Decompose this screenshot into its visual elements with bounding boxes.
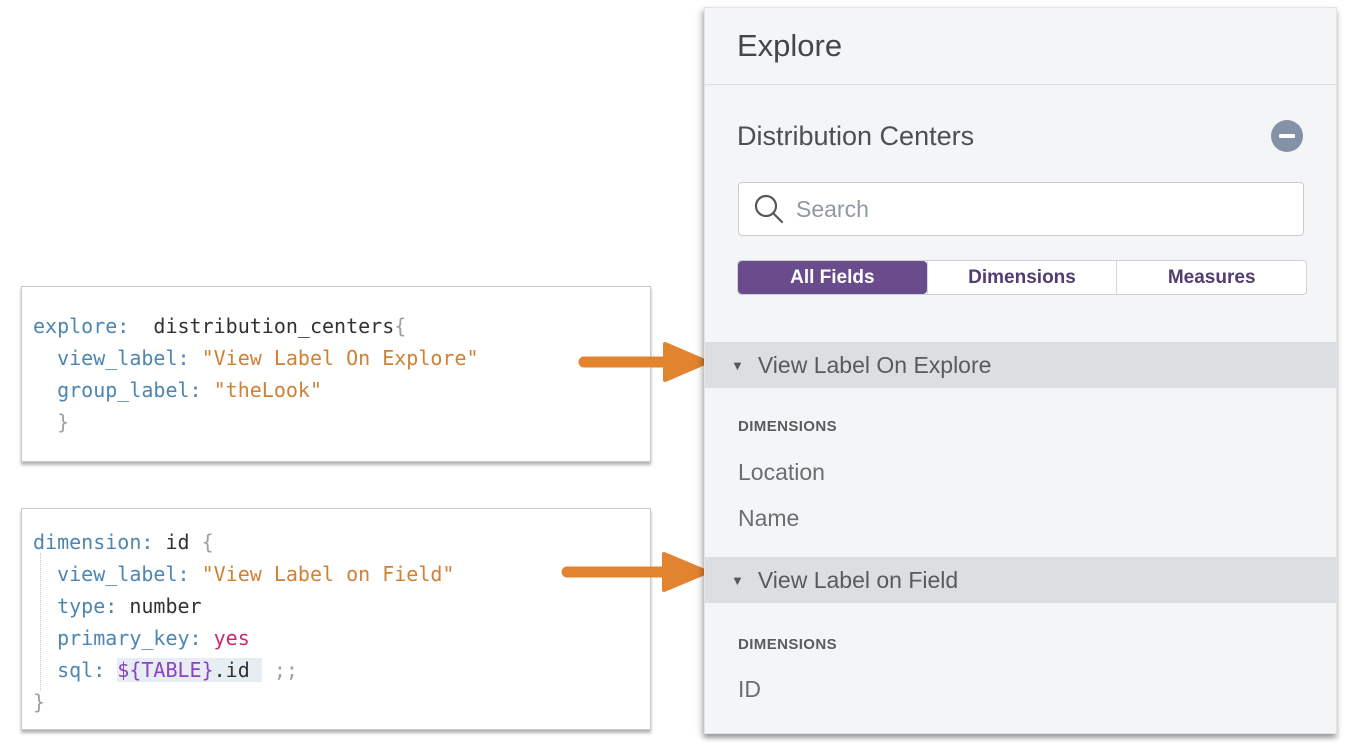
dimensions-group-heading: DIMENSIONS	[738, 636, 838, 653]
page-title: Explore	[737, 28, 843, 63]
panel-title-bar: Explore	[705, 8, 1336, 85]
chevron-down-icon: ▼	[731, 357, 744, 373]
view-section-header[interactable]: ▼ View Label on Field	[705, 557, 1336, 603]
chevron-down-icon: ▼	[731, 572, 744, 588]
collapse-explore-button[interactable]	[1271, 120, 1303, 152]
explore-name: Distribution Centers	[737, 121, 975, 151]
tab-all-fields[interactable]: All Fields	[738, 261, 927, 294]
tab-dimensions[interactable]: Dimensions	[926, 261, 1117, 294]
indent-guide-line	[40, 553, 41, 691]
search-icon	[754, 194, 784, 224]
field-filter-tabs: All Fields Dimensions Measures	[737, 260, 1307, 295]
explore-field-picker-panel: Explore Distribution Centers All Fields …	[704, 7, 1337, 734]
dimensions-group-heading: DIMENSIONS	[738, 418, 838, 435]
tab-measures[interactable]: Measures	[1116, 261, 1306, 294]
lookml-snippet-explore: explore: distribution_centers{ view_labe…	[21, 286, 651, 462]
section-label: View Label On Explore	[757, 351, 992, 378]
search-box	[738, 182, 1304, 236]
minus-circle-icon	[1279, 134, 1295, 138]
lookml-snippet-dimension: dimension: id { view_label: "View Label …	[21, 508, 651, 730]
section-label: View Label on Field	[757, 566, 959, 593]
search-input[interactable]	[794, 184, 1288, 234]
arrow-right-icon	[561, 552, 709, 592]
arrow-right-icon	[578, 342, 709, 382]
field-item-location[interactable]: Location	[738, 459, 825, 485]
view-section-header[interactable]: ▼ View Label On Explore	[705, 342, 1336, 388]
field-item-name[interactable]: Name	[738, 505, 800, 531]
code-lines: explore: distribution_centers{ view_labe…	[33, 314, 479, 434]
code-lines: dimension: id { view_label: "View Label …	[33, 530, 455, 714]
field-item-id[interactable]: ID	[738, 676, 761, 702]
